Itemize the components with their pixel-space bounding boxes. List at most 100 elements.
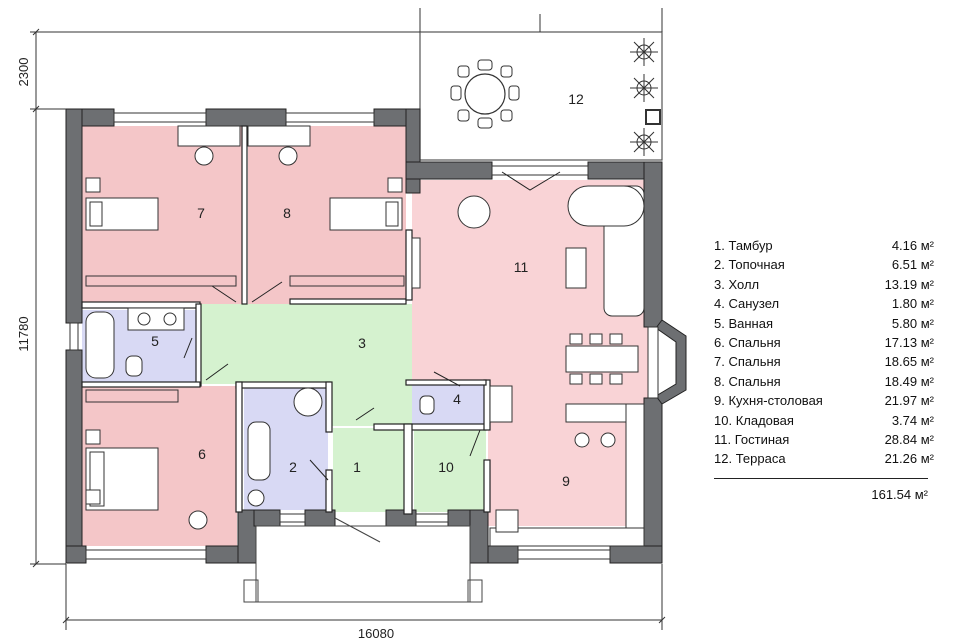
terrace — [419, 31, 663, 161]
legend-number: 6 — [714, 334, 722, 350]
desk — [177, 125, 241, 147]
legend-divider — [714, 477, 928, 479]
window — [647, 326, 659, 399]
window — [517, 549, 611, 560]
chair-icon — [194, 146, 214, 166]
dining-table — [565, 345, 639, 373]
room-number-4: 4 — [453, 391, 461, 407]
plant-icon — [630, 38, 658, 156]
room-number-5: 5 — [151, 333, 159, 349]
boiler — [293, 387, 323, 417]
coffee-table — [565, 247, 587, 289]
toilet — [419, 395, 435, 415]
desk — [247, 125, 311, 147]
chair-icon — [278, 146, 298, 166]
wall-right — [643, 161, 663, 328]
legend-area: 18.49 м² — [884, 373, 934, 389]
window — [85, 549, 207, 560]
legend-number: 1 — [714, 238, 722, 253]
wall-entrance — [237, 509, 257, 564]
doors — [183, 171, 561, 481]
legend-number: 10 — [714, 412, 729, 428]
partition — [241, 125, 248, 305]
wardrobe — [85, 275, 237, 287]
terrace-post — [645, 109, 661, 125]
porch-step — [467, 579, 483, 603]
washing-machine — [247, 489, 265, 507]
legend-number: 11 — [714, 431, 728, 447]
room-number-1: 1 — [353, 459, 361, 475]
porch-outline — [255, 525, 471, 603]
partition — [325, 469, 333, 513]
armchair-icon — [457, 195, 491, 229]
legend-area: 21.97 м² — [884, 393, 934, 409]
room-number-2: 2 — [289, 459, 297, 475]
sink-bowl — [137, 312, 151, 326]
wall-inner — [405, 108, 421, 194]
wall-bottom — [65, 545, 87, 564]
legend-area: 3.74 м² — [891, 412, 934, 428]
legend-area: 28.84 м² — [884, 431, 934, 447]
room-number-11: 11 — [514, 259, 529, 275]
partition — [483, 379, 491, 431]
legend-name: Ванная — [728, 315, 773, 331]
wall-right — [643, 397, 663, 564]
legend-area: 5.80 м² — [891, 315, 934, 331]
nightstand — [85, 429, 101, 445]
partition — [405, 229, 413, 301]
entrance-door — [334, 517, 381, 543]
partition — [405, 379, 487, 386]
wardrobe — [289, 275, 405, 287]
legend-name: Тамбур — [728, 238, 773, 253]
dimension-lines — [30, 8, 666, 630]
dining-chairs — [569, 333, 623, 385]
wall-bottom — [609, 545, 663, 564]
legend-area: 1.80 м² — [891, 296, 934, 312]
legend-name: Санузел — [728, 296, 780, 312]
window — [285, 112, 375, 123]
legend-name: Спальня — [728, 373, 781, 389]
partition — [235, 381, 243, 513]
legend-number: 2 — [714, 257, 722, 273]
room-number-9: 9 — [562, 473, 570, 489]
wardrobe — [85, 389, 179, 403]
nightstand — [85, 489, 101, 505]
dimension-width: 16080 — [358, 626, 394, 640]
bay-window — [655, 319, 687, 405]
partition — [195, 303, 202, 387]
legend-name: Спальня — [728, 354, 781, 370]
room-number-10: 10 — [438, 459, 454, 475]
window — [69, 322, 79, 351]
dimension-height: 11780 — [16, 316, 31, 351]
wall-bottom — [487, 545, 519, 564]
legend-number: 3 — [714, 276, 722, 292]
furniture — [85, 125, 645, 547]
partition — [289, 298, 407, 305]
legend-name: Терраса — [735, 451, 786, 467]
partition — [81, 301, 201, 309]
tv — [411, 237, 421, 289]
pillow — [385, 201, 399, 227]
terrace-chairs — [450, 59, 520, 129]
wall-left — [65, 349, 83, 564]
legend-area: 4.16 м² — [891, 238, 934, 253]
stove — [495, 509, 519, 533]
nightstand — [85, 177, 101, 193]
partition — [325, 381, 333, 433]
partition — [403, 423, 413, 515]
window — [415, 513, 449, 523]
wall-entrance — [253, 509, 281, 527]
legend-number: 12 — [714, 451, 729, 467]
porch-step — [243, 579, 259, 603]
